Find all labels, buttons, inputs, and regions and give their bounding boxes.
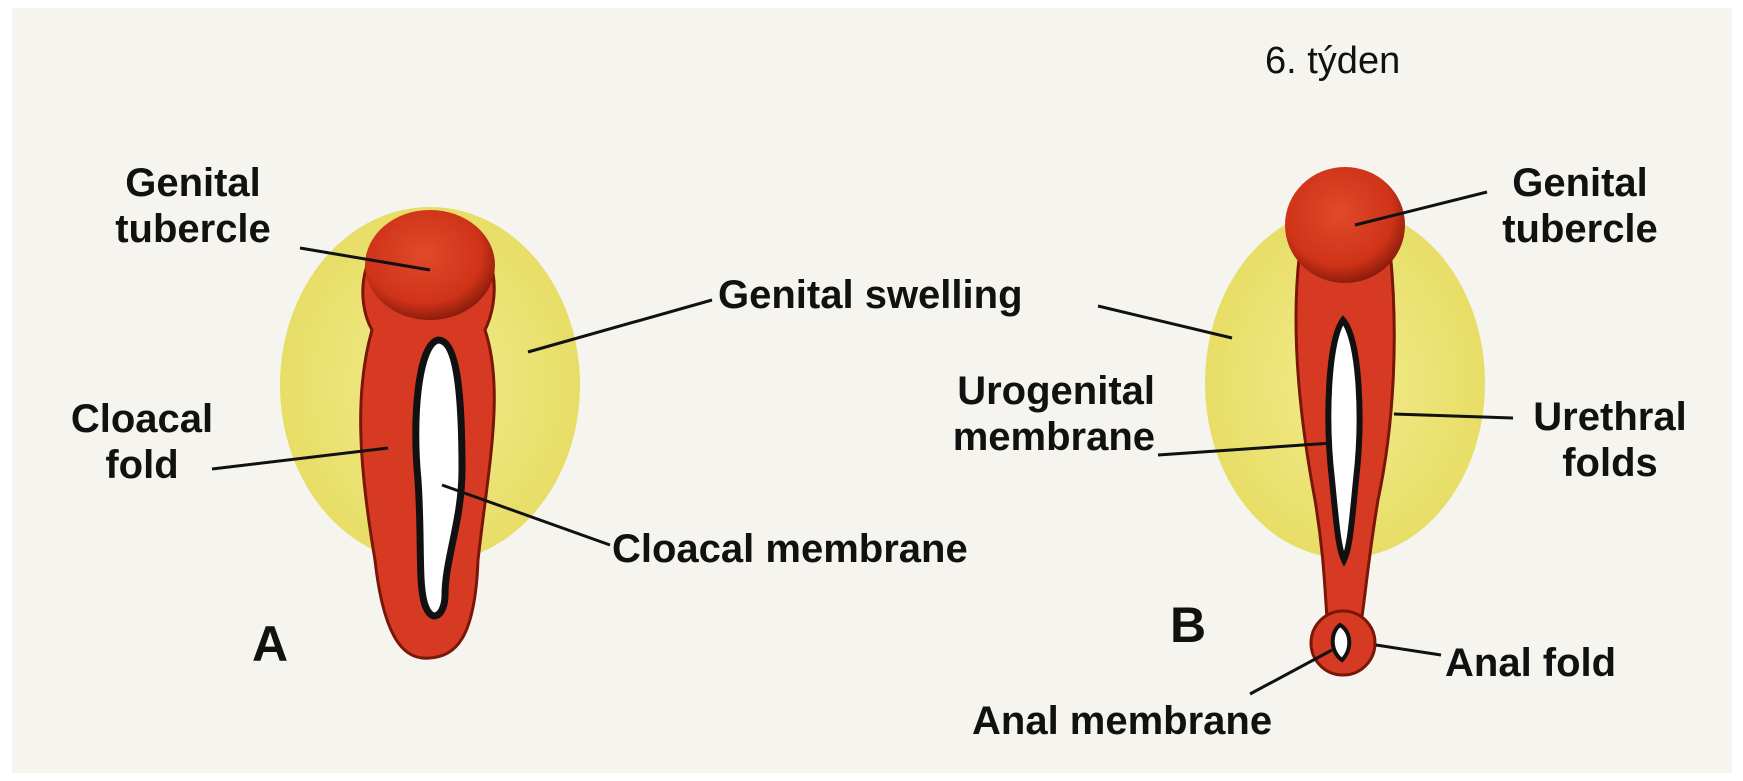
figure-letter-a: A [252, 615, 288, 673]
label-urethral-folds: Urethral folds [1515, 394, 1705, 486]
leader-genital-swelling-b [1098, 306, 1232, 338]
label-anal-fold: Anal fold [1445, 640, 1616, 686]
leader-anal-membrane-b [1250, 650, 1332, 694]
label-anal-membrane: Anal membrane [972, 698, 1272, 744]
week-label: 6. týden [1265, 40, 1400, 83]
label-cloacal-fold: Cloacal fold [62, 396, 222, 488]
anal-membrane-b [1333, 625, 1350, 660]
genital-tubercle-a [365, 210, 495, 320]
leader-anal-fold-b [1376, 645, 1441, 655]
figure-a [280, 207, 580, 658]
label-genital-tubercle-b: Genital tubercle [1475, 160, 1685, 252]
genital-tubercle-b [1285, 167, 1405, 283]
label-urogenital-membrane: Urogenital membrane [900, 368, 1155, 460]
label-genital-tubercle-a: Genital tubercle [88, 160, 298, 252]
figure-letter-b: B [1170, 596, 1206, 654]
label-genital-swelling: Genital swelling [718, 272, 1023, 318]
figure-b [1205, 167, 1485, 675]
label-cloacal-membrane: Cloacal membrane [612, 526, 968, 572]
